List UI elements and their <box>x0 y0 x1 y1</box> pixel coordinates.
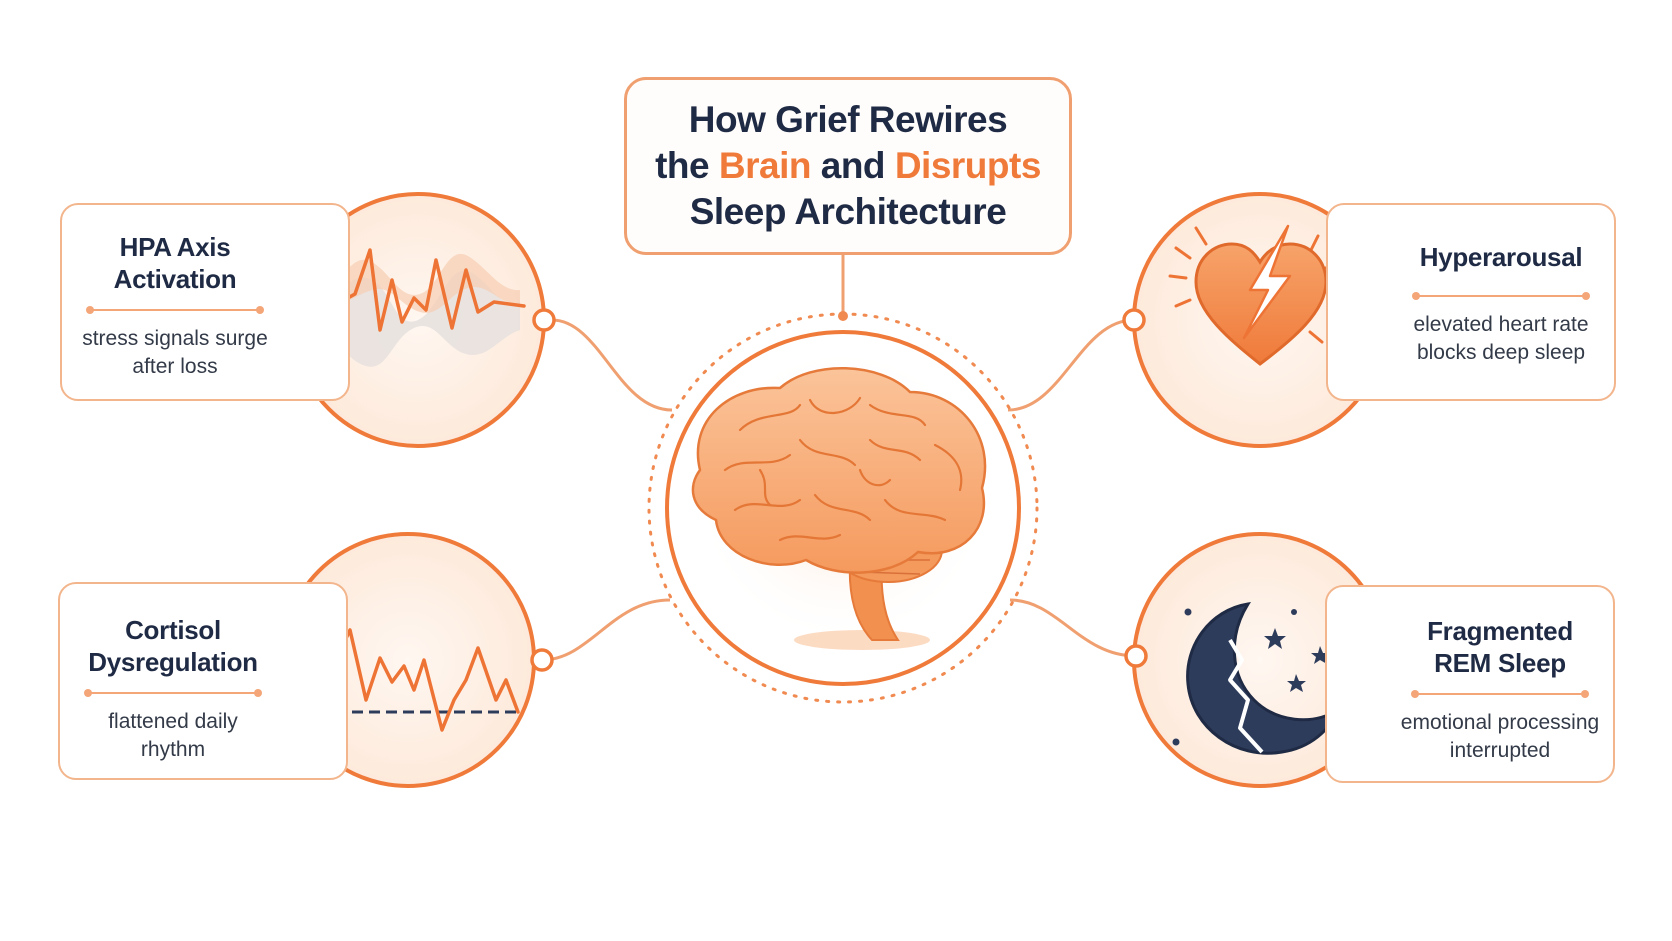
hpa-connector-dot <box>532 308 556 332</box>
connector-hpa <box>551 318 673 412</box>
hyper-node <box>1122 192 1388 448</box>
rem-card: Fragmented REM Sleep emotional processin… <box>1325 585 1615 783</box>
broken-moon-stars-icon <box>1172 602 1342 755</box>
connector-lines <box>541 255 1137 662</box>
hpa-desc-line-2: after loss <box>132 355 218 378</box>
rem-node <box>1124 532 1388 788</box>
connector-hyper <box>1007 318 1135 412</box>
connector-cortisol <box>541 598 671 662</box>
cortisol-connector-dot <box>530 648 554 672</box>
hyper-desc-line-2: blocks deep sleep <box>1416 341 1586 364</box>
hyper-desc-line-1: elevated heart rate <box>1413 313 1589 336</box>
title-line-2: the Brain and Disrupts <box>655 145 1042 186</box>
rem-title-line-2: REM Sleep <box>1434 648 1566 678</box>
cortisol-desc-line-1: flattened daily <box>108 710 238 733</box>
rem-connector-dot <box>1124 644 1148 668</box>
center-brain-node <box>647 311 1039 704</box>
card-divider <box>1411 690 1589 698</box>
title-accent-disrupts: Disrupts <box>894 145 1042 186</box>
cortisol-zigzag-icon <box>316 628 520 732</box>
title-accent-brain: Brain <box>718 145 812 186</box>
title-box: How Grief Rewires the Brain and Disrupts… <box>624 77 1072 255</box>
cortisol-title-line-2: Dysregulation <box>88 647 258 677</box>
hyper-connector-dot <box>1122 308 1146 332</box>
rem-desc-line-2: interrupted <box>1449 739 1551 762</box>
hyper-card: Hyperarousal elevated heart rate blocks … <box>1326 203 1616 401</box>
hyper-title: Hyperarousal <box>1419 242 1583 272</box>
brain-icon <box>691 366 987 650</box>
connector-dot <box>838 311 848 321</box>
card-divider <box>84 689 262 697</box>
cortisol-desc-line-2: rhythm <box>140 738 206 761</box>
title-line-1: How Grief Rewires <box>688 99 1008 140</box>
broken-heart-lightning-icon <box>1168 224 1348 366</box>
card-divider <box>1412 292 1590 300</box>
hpa-title-line-2: Activation <box>113 264 237 294</box>
rem-desc-line-1: emotional processing <box>1400 711 1600 734</box>
rem-title-line-1: Fragmented <box>1427 616 1573 646</box>
title-line-3: Sleep Architecture <box>689 191 1007 232</box>
card-divider <box>86 306 264 314</box>
connector-rem <box>1009 598 1137 658</box>
hpa-card: HPA Axis Activation stress signals surge… <box>60 203 350 401</box>
hpa-desc-line-1: stress signals surge <box>82 327 268 350</box>
cortisol-card: Cortisol Dysregulation flattened daily r… <box>58 582 348 780</box>
hpa-title-line-1: HPA Axis <box>119 232 231 262</box>
cortisol-title-line-1: Cortisol <box>125 615 221 645</box>
